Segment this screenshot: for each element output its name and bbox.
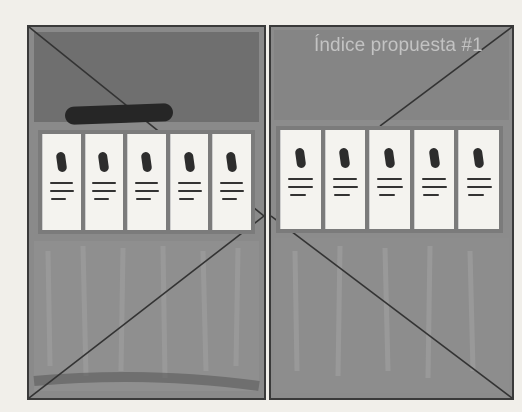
card-text-line	[222, 198, 237, 200]
card-text-line	[467, 178, 492, 180]
card-text-line	[135, 182, 158, 184]
left-panel	[28, 26, 265, 399]
card-thumbnail	[226, 151, 238, 172]
card-thumbnail	[339, 147, 351, 168]
card-text-line	[333, 186, 358, 188]
card-text-line	[422, 186, 447, 188]
card[interactable]	[85, 134, 124, 230]
card-text-line	[92, 190, 116, 192]
card-text-line	[220, 182, 243, 184]
card-text-line	[288, 178, 313, 180]
card[interactable]	[42, 134, 81, 230]
card-thumbnail	[428, 147, 440, 168]
left-cards-strip	[38, 130, 255, 234]
card[interactable]	[414, 130, 455, 229]
card-text-line	[468, 194, 484, 196]
card-text-line	[377, 178, 402, 180]
card-text-line	[135, 190, 159, 192]
card[interactable]	[170, 134, 209, 230]
card-text-line	[179, 198, 194, 200]
card-text-line	[422, 178, 447, 180]
card-text-line	[467, 186, 492, 188]
right-panel	[270, 26, 513, 399]
card-thumbnail	[98, 151, 110, 172]
card-text-line	[51, 198, 66, 200]
card[interactable]	[325, 130, 366, 229]
card-text-line	[178, 182, 201, 184]
card-thumbnail	[294, 147, 306, 168]
card-thumbnail	[183, 151, 195, 172]
right-cards-strip	[276, 126, 503, 233]
card-text-line	[50, 190, 74, 192]
card-text-line	[92, 182, 115, 184]
card-text-line	[178, 190, 202, 192]
card-text-line	[423, 194, 439, 196]
card[interactable]	[458, 130, 499, 229]
card-text-line	[136, 198, 151, 200]
card-text-line	[288, 186, 313, 188]
card-thumbnail	[473, 147, 485, 168]
card[interactable]	[127, 134, 166, 230]
card-text-line	[50, 182, 73, 184]
card[interactable]	[212, 134, 251, 230]
card-text-line	[220, 190, 244, 192]
card-text-line	[94, 198, 109, 200]
card-text-line	[379, 194, 395, 196]
page-title: Índice propuesta #1	[314, 35, 483, 57]
card-thumbnail	[141, 151, 153, 172]
card-text-line	[377, 186, 402, 188]
card-text-line	[290, 194, 306, 196]
card[interactable]	[369, 130, 410, 229]
card-text-line	[333, 178, 358, 180]
card[interactable]	[280, 130, 321, 229]
card-thumbnail	[55, 151, 67, 172]
card-thumbnail	[384, 147, 396, 168]
banner-brush-mark	[65, 103, 174, 125]
card-text-line	[334, 194, 350, 196]
